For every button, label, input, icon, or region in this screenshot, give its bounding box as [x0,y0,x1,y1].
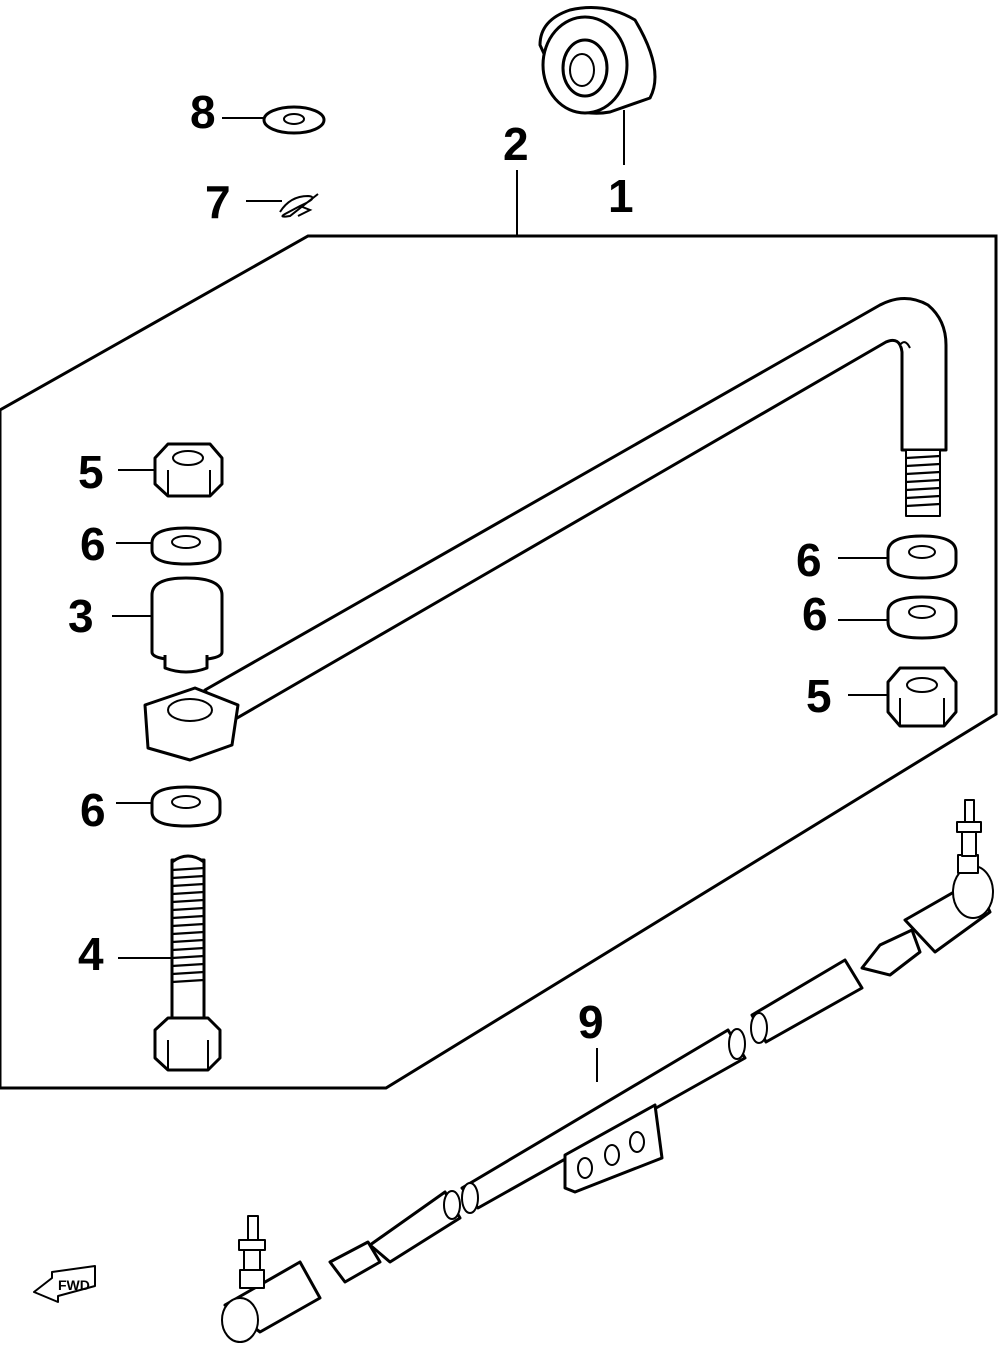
part-6-washer-left-bottom [150,785,222,828]
callout-2: 2 [503,118,529,170]
callout-4: 4 [78,928,104,980]
callout-6-right-top: 6 [796,534,822,586]
part-4-bolt [153,854,222,1072]
callout-3: 3 [68,590,94,642]
callout-6-left-bottom: 6 [80,784,106,836]
callout-5-left: 5 [78,446,104,498]
part-6-washer-right-top [886,534,958,580]
callout-9: 9 [578,996,604,1048]
callout-1: 1 [608,170,634,222]
callout-6-right-bottom: 6 [802,588,828,640]
bolt-thread-marks [171,866,205,984]
callout-6-left-top: 6 [80,518,106,570]
part-7-cotter-pin [279,193,319,218]
assembly-outline [0,234,998,1090]
part-2-steering-link [143,297,948,762]
callout-7: 7 [205,176,231,228]
fwd-label: FWD [58,1277,90,1293]
part-1-bushing [538,6,657,115]
forward-arrow-icon: FWD [33,1265,96,1303]
part-5-nut-right [886,666,958,728]
part-8-washer [262,105,326,135]
callout-8: 8 [190,86,216,138]
part-3-collar [150,576,224,674]
part-6-washer-right-bottom [886,595,958,640]
callout-5-right: 5 [806,670,832,722]
thread-marks [905,454,941,508]
part-6-washer-left-top [150,526,222,566]
part-9-tie-rod [221,799,994,1343]
part-5-nut-left [153,442,224,498]
